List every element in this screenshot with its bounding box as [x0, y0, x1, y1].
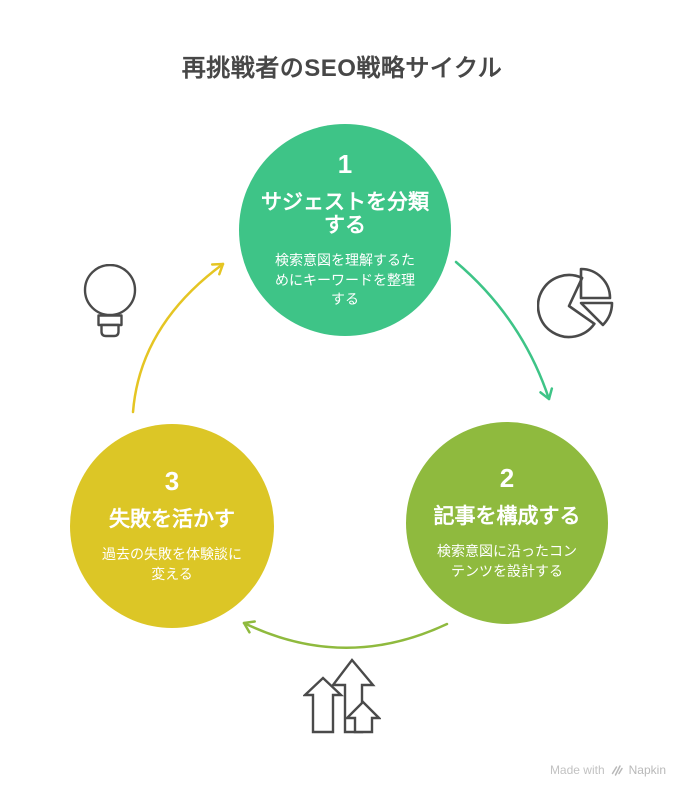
step-1-number: 1 [337, 148, 353, 179]
step-3-number: 3 [164, 466, 180, 497]
step-2-circle: 2 記事を構成する 検索意図に沿ったコンテンツを設計する [406, 422, 608, 624]
brand-label: Napkin [628, 763, 666, 777]
lightbulb-icon [83, 264, 137, 338]
step-1-circle: 1 サジェストを分類する 検索意図を理解するためにキーワードを整理する [239, 124, 451, 336]
pie-chart-icon [537, 267, 614, 339]
step-3-description: 過去の失敗を体験談に変える [102, 545, 242, 582]
arrow-step3-to-step1 [131, 262, 225, 414]
attribution: Made with Napkin [550, 763, 666, 777]
step-2-number: 2 [499, 463, 515, 494]
made-with-label: Made with [549, 763, 605, 777]
step-3-circle: 3 失敗を活かす 過去の失敗を体験談に変える [70, 424, 274, 628]
page-title: 再挑戦者のSEO戦略サイクル [181, 55, 503, 82]
napkin-logo-icon [611, 764, 623, 776]
arrow-step1-to-step2 [454, 260, 554, 401]
growth-arrows-icon [303, 658, 381, 734]
step-2-description: 検索意図に沿ったコンテンツを設計する [437, 542, 577, 579]
step-3-title: 失敗を活かす [109, 508, 235, 532]
step-1-description: 検索意図を理解するためにキーワードを整理する [275, 251, 415, 308]
step-1-title: サジェストを分類する [261, 190, 429, 238]
arrow-step2-to-step3 [242, 620, 449, 649]
step-2-title: 記事を構成する [433, 505, 581, 529]
